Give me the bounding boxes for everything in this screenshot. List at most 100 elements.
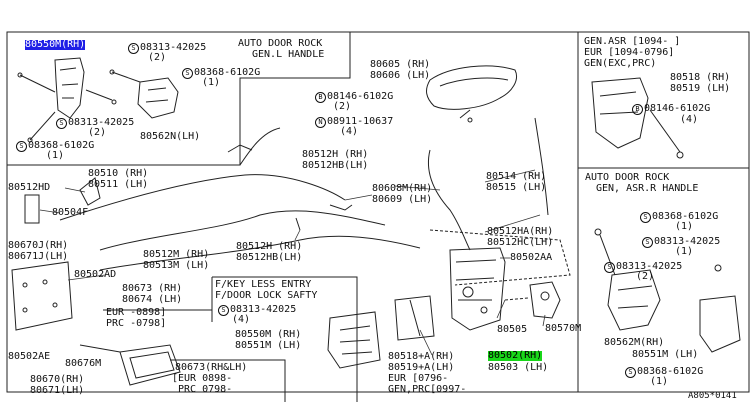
part-80673-rhlh[interactable]: 80673(RH&LH)	[175, 362, 248, 373]
note-eur-0898-b: [EUR 0898-	[172, 373, 233, 384]
part-80606-lh[interactable]: 80606 (LH)	[370, 70, 431, 81]
outer-handle-drawing	[426, 65, 517, 123]
screw-symbol-icon: S	[128, 43, 139, 54]
qty-label: (2)	[148, 52, 167, 63]
qty-label: (4)	[232, 314, 251, 325]
qty-label: (1)	[46, 150, 65, 161]
qty-label: (2)	[333, 101, 352, 112]
part-80518a-rh[interactable]: 80518+A(RH)	[388, 351, 455, 362]
note-gen-exc-prc: GEN(EXC,PRC)	[584, 58, 657, 69]
qty-label: (1)	[675, 221, 694, 232]
screw-symbol-icon: S	[182, 68, 193, 79]
leader-lines	[39, 169, 546, 356]
right-panel-frame	[577, 31, 750, 393]
screw-symbol-icon: S	[625, 367, 636, 378]
part-80512hb-lh-b[interactable]: 80512HB(LH)	[236, 252, 303, 263]
part-80608m-rh[interactable]: 80608M(RH)	[372, 183, 433, 194]
note-eur-0796: EUR [0796-	[388, 373, 449, 384]
upper-left-box	[7, 31, 351, 166]
part-80512ha-rh[interactable]: 80512HA(RH)	[487, 226, 554, 237]
part-80514-rh[interactable]: 80514 (RH)	[486, 171, 547, 182]
part-80519a-lh[interactable]: 80519+A(LH)	[388, 362, 455, 373]
part-80503-lh[interactable]: 80503 (LH)	[488, 362, 549, 373]
qty-label: (1)	[650, 376, 669, 387]
screw-symbol-icon: S	[56, 118, 67, 129]
heading-gen-asr-r-handle: GEN, ASR.R HANDLE	[596, 183, 699, 194]
bolt-symbol-icon: B	[632, 104, 643, 115]
heading-door-lock-safty: F/DOOR LOCK SAFTY	[215, 290, 318, 301]
qty-label: (1)	[202, 77, 221, 88]
part-80671-lh[interactable]: 80671(LH)	[30, 385, 85, 396]
part-80512h-rh-b[interactable]: 80512H (RH)	[236, 241, 303, 252]
part-80676m[interactable]: 80676M	[65, 358, 102, 369]
part-80518-rh[interactable]: 80518 (RH)	[670, 72, 731, 83]
qty-label: (1)	[675, 246, 694, 257]
part-80502ae[interactable]: 80502AE	[8, 351, 51, 362]
part-80671j-lh[interactable]: 80671J(LH)	[8, 251, 69, 262]
bolt-symbol-icon: B	[315, 92, 326, 103]
note-gen-prc-0997: GEN,PRC[0997-	[388, 384, 467, 395]
heading-auto-door-rock: AUTO DOOR ROCK	[238, 38, 323, 49]
part-80570m[interactable]: 80570M	[545, 323, 582, 334]
note-eur-1094-0796: EUR [1094-0796]	[584, 47, 675, 58]
part-80513m-lh[interactable]: 80513M (LH)	[143, 260, 210, 271]
keyless-module-drawing	[327, 295, 435, 369]
part-80551m-lh-b[interactable]: 80551M (LH)	[235, 340, 302, 351]
part-80605-rh[interactable]: 80605 (RH)	[370, 59, 431, 70]
part-80511-lh[interactable]: 80511 (LH)	[88, 179, 149, 190]
part-80502ad[interactable]: 80502AD	[74, 269, 117, 280]
screw-symbol-icon: S	[642, 237, 653, 248]
screw-symbol-icon: S	[640, 212, 651, 223]
part-80502-rh-highlighted[interactable]: 80502(RH)	[488, 350, 543, 361]
rods-drawing	[59, 117, 549, 271]
heading-keyless-entry: F/KEY LESS ENTRY	[215, 279, 312, 290]
l-handle-drawing	[17, 57, 179, 143]
part-80550m-rh-highlighted[interactable]: 80550M(RH)	[25, 39, 86, 50]
part-80551m-lh-r[interactable]: 80551M (LH)	[632, 349, 699, 360]
footer-code: A805*0141	[688, 391, 737, 401]
part-80505[interactable]: 80505	[497, 324, 528, 335]
part-80512hb-lh-a[interactable]: 80512HB(LH)	[302, 160, 369, 171]
keyless-box	[212, 276, 358, 402]
screw-symbol-icon: S	[218, 305, 229, 316]
part-80510-rh[interactable]: 80510 (RH)	[88, 168, 149, 179]
part-80670j-rh[interactable]: 80670J(RH)	[8, 240, 69, 251]
part-80512m-rh[interactable]: 80512M (RH)	[143, 249, 210, 260]
part-80504f[interactable]: 80504F	[52, 207, 89, 218]
part-80515-lh[interactable]: 80515 (LH)	[486, 182, 547, 193]
qty-label: (4)	[340, 126, 359, 137]
part-80519-lh[interactable]: 80519 (LH)	[670, 83, 731, 94]
part-80512hd[interactable]: 80512HD	[8, 182, 51, 193]
part-80609-lh[interactable]: 80609 (LH)	[372, 194, 433, 205]
eur-bracket-box-2	[170, 359, 286, 402]
screw-symbol-icon: S	[16, 141, 27, 152]
part-80674-lh[interactable]: 80674 (LH)	[122, 294, 183, 305]
part-80562n-lh[interactable]: 80562N(LH)	[140, 131, 201, 142]
part-80673-rh[interactable]: 80673 (RH)	[122, 283, 183, 294]
part-80502aa[interactable]: 80502AA	[510, 252, 553, 263]
note-prc-0798: PRC -0798]	[106, 318, 167, 329]
part-80512hc-lh[interactable]: 80512HC(LH)	[487, 237, 554, 248]
part-80512h-rh-a[interactable]: 80512H (RH)	[302, 149, 369, 160]
part-80550m-rh-b[interactable]: 80550M (RH)	[235, 329, 302, 340]
qty-label: (2)	[88, 127, 107, 138]
part-80562m-rh[interactable]: 80562M(RH)	[604, 337, 665, 348]
heading-gen-l-handle: GEN.L HANDLE	[252, 49, 325, 60]
screw-symbol-icon: S	[604, 262, 615, 273]
part-80670-rh[interactable]: 80670(RH)	[30, 374, 85, 385]
inner-handle-drawing	[79, 344, 181, 386]
